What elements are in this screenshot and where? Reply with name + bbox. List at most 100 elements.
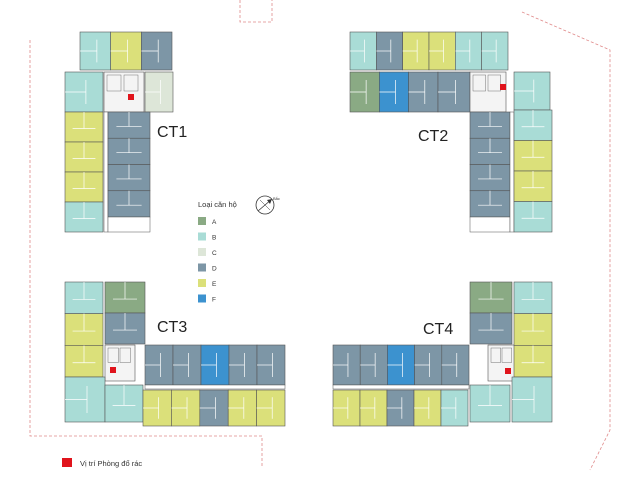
legend-label: C — [212, 250, 217, 257]
compass-icon: Bắc — [255, 195, 280, 215]
apartment-type-c — [144, 71, 174, 113]
apartment-type-b — [511, 376, 553, 423]
building-label-ct1: CT1 — [157, 124, 187, 141]
trash-room-marker-icon — [62, 458, 72, 467]
apartment-type-e — [64, 313, 104, 346]
legend-swatch — [198, 248, 206, 256]
apartment-type-d — [104, 312, 146, 345]
legend-swatch — [198, 294, 206, 303]
apartment-type-d — [144, 344, 174, 386]
apartment-type-d — [437, 71, 471, 113]
apartment-type-d — [469, 137, 511, 165]
apartment-type-d — [107, 164, 151, 192]
building-ct2 — [349, 31, 553, 233]
legend-swatch — [198, 232, 206, 241]
apartment-type-d — [469, 111, 511, 139]
apartment-type-e — [64, 345, 104, 378]
apartment-type-e — [64, 111, 104, 143]
apartment-type-d — [107, 137, 151, 165]
service-core — [104, 344, 136, 382]
legend-title: Loại căn hộ — [198, 200, 237, 209]
building-ct3 — [64, 281, 286, 427]
apartment-type-b — [469, 384, 511, 423]
building-label-ct3: CT3 — [157, 319, 187, 336]
apartment-type-b — [64, 376, 106, 423]
building-label-ct4: CT4 — [423, 321, 453, 338]
apartment-type-d — [469, 190, 511, 218]
legend-label: A — [212, 219, 217, 226]
legend-item-a: A — [198, 217, 217, 226]
apartment-type-d — [359, 344, 388, 386]
legend-label: B — [212, 235, 216, 242]
apartment-type-b — [64, 71, 104, 113]
legend-item-b: B — [198, 232, 216, 242]
building-ct4 — [332, 281, 553, 427]
apartment-type-e — [227, 389, 257, 427]
apartment-type-d — [408, 71, 439, 113]
apartment-type-e — [110, 31, 142, 71]
apartment-type-e — [513, 170, 553, 202]
apartment-type-e — [142, 389, 172, 427]
apartment-type-e — [428, 31, 456, 71]
apartment-type-d — [441, 344, 470, 386]
apartment-type-b — [481, 31, 509, 71]
legend-swatch — [198, 279, 206, 287]
apartment-type-f — [200, 344, 230, 386]
apartment-type-b — [64, 281, 104, 314]
apartment-type-e — [513, 313, 553, 346]
apartment-type-d — [386, 389, 415, 427]
apartment-type-d — [469, 164, 511, 192]
legend-item-e: E — [198, 279, 217, 288]
apartment-type-e — [513, 140, 553, 172]
apartment-type-e — [513, 345, 553, 378]
apartment-type-a — [104, 281, 146, 314]
apartment-type-e — [402, 31, 430, 71]
compass-label: Bắc — [273, 196, 280, 201]
apartment-type-b — [455, 31, 482, 71]
footnote-label: Vị trí Phòng đổ rác — [80, 459, 142, 468]
apartment-type-b — [513, 281, 553, 314]
apartment-type-d — [332, 344, 361, 386]
legend-label: E — [212, 281, 217, 288]
legend-item-f: F — [198, 294, 216, 304]
apartment-type-e — [359, 389, 388, 427]
apartment-type-d — [376, 31, 403, 71]
site-boundary-top — [239, 0, 273, 23]
legend-label: D — [212, 266, 217, 273]
legend-swatch — [198, 217, 206, 225]
apartment-type-e — [171, 389, 201, 427]
apartment-type-b — [349, 31, 377, 71]
apartment-type-b — [513, 71, 551, 111]
apartment-type-b — [79, 31, 111, 71]
service-core — [103, 71, 145, 113]
apartment-type-a — [349, 71, 380, 113]
apartment-type-b — [440, 389, 469, 427]
apartment-type-d — [414, 344, 443, 386]
site-boundary-right — [521, 11, 611, 471]
apartment-type-b — [513, 109, 553, 141]
trash-room-marker-icon — [128, 94, 134, 100]
apartment-type-d — [172, 344, 202, 386]
apartment-type-f — [387, 344, 415, 386]
apartment-type-a — [469, 281, 513, 314]
apartment-type-d — [199, 389, 229, 427]
trash-room-marker-icon — [505, 368, 511, 374]
apartment-type-b — [513, 201, 553, 233]
apartment-type-e — [413, 389, 442, 427]
building-label-ct2: CT2 — [418, 128, 448, 145]
service-core — [487, 344, 517, 382]
apartment-type-e — [256, 389, 286, 427]
apartment-type-d — [228, 344, 258, 386]
legend-swatch — [198, 263, 206, 272]
apartment-type-e — [64, 141, 104, 173]
apartment-type-d — [107, 190, 151, 218]
apartment-type-d — [141, 31, 173, 71]
legend-item-d: D — [198, 263, 217, 273]
apartment-type-b — [64, 201, 104, 233]
apartment-type-d — [256, 344, 286, 386]
trash-room-marker-icon — [500, 84, 506, 90]
service-core — [469, 71, 507, 113]
legend-label: F — [212, 297, 216, 304]
